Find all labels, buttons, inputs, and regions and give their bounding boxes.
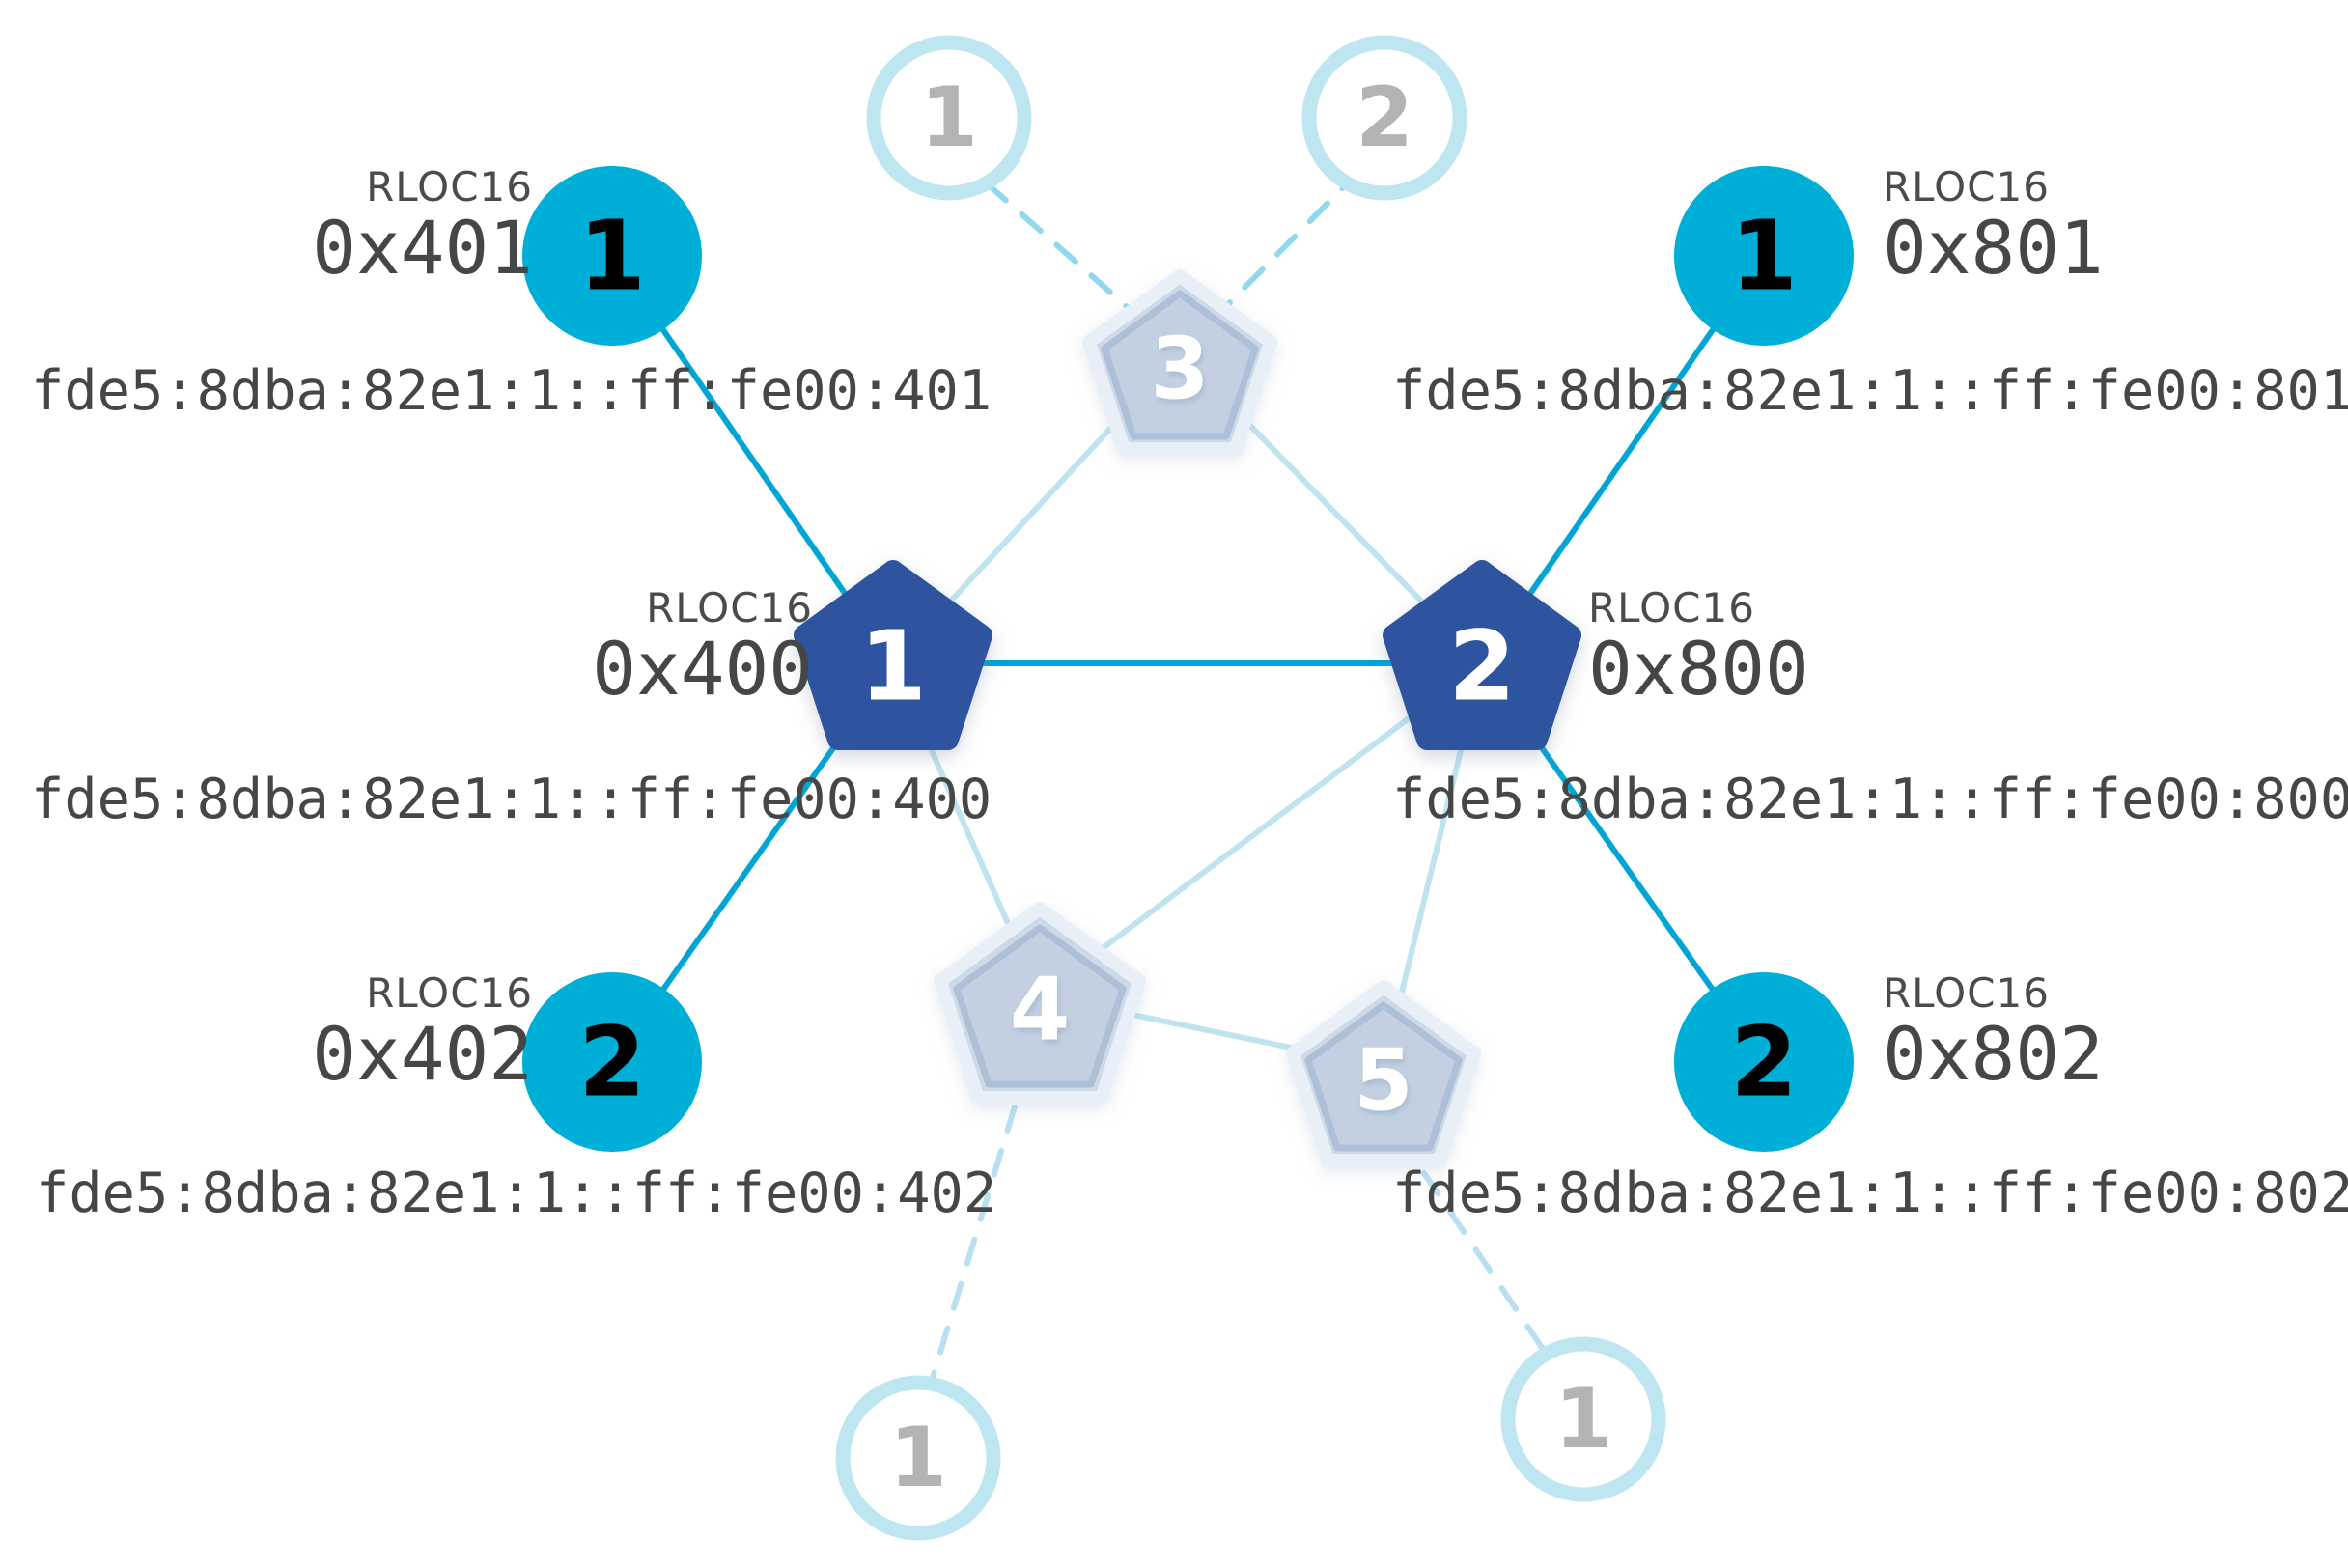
- child-node-0x402[interactable]: 2: [522, 972, 702, 1152]
- link-0x800-r4: [1038, 660, 1484, 998]
- router-node-0x400[interactable]: 1: [794, 560, 992, 750]
- router-pentagon: [1383, 560, 1581, 750]
- rloc16-caption: RLOC16: [1883, 163, 2050, 210]
- label-router-0x800: RLOC16 0x800: [1588, 584, 1809, 713]
- rloc16-value: 0x400: [592, 626, 813, 713]
- rloc16-value: 0x402: [312, 1011, 533, 1098]
- ipv6-address-0x801: fde5:8dba:82e1:1::ff:fe00:801: [1392, 359, 2348, 423]
- rloc16-caption: RLOC16: [646, 584, 813, 631]
- rloc16-caption: RLOC16: [366, 969, 533, 1017]
- ipv6-address-0x800: fde5:8dba:82e1:1::ff:fe00:800: [1392, 768, 2348, 831]
- label-router-0x400: RLOC16 0x400: [592, 584, 813, 713]
- label-child-0x801: RLOC16 0x801: [1883, 163, 2104, 292]
- router-id-label: 2: [1448, 610, 1516, 723]
- ipv6-address-0x401: fde5:8dba:82e1:1::ff:fe00:401: [31, 359, 992, 423]
- faded-pentagon-inner: [953, 924, 1127, 1088]
- child-node-0x801[interactable]: 1: [1674, 166, 1854, 346]
- rloc16-value: 0x801: [1883, 205, 2104, 292]
- rloc16-caption: RLOC16: [366, 163, 533, 210]
- faded-child-circle: [1301, 35, 1468, 201]
- child-id-label: 2: [1730, 1006, 1798, 1119]
- child-circle: [1674, 972, 1854, 1152]
- link-r3-fc-tr: [1177, 168, 1362, 356]
- faded-router-4[interactable]: 4: [934, 902, 1146, 1105]
- rloc16-value: 0x802: [1883, 1011, 2104, 1098]
- faded-child-bottom-left[interactable]: 1: [835, 1375, 1001, 1541]
- faded-child-label: 1: [1554, 1371, 1612, 1468]
- faded-child-label: 2: [1356, 70, 1413, 166]
- faded-pentagon-inner: [1304, 1001, 1463, 1152]
- faded-child-top-right[interactable]: 2: [1301, 35, 1468, 201]
- faded-router-3[interactable]: 3: [1082, 269, 1277, 456]
- faded-child-label: 1: [889, 1410, 947, 1506]
- faded-child-circle: [835, 1375, 1001, 1541]
- ipv6-address-0x402: fde5:8dba:82e1:1::ff:fe00:402: [36, 1162, 997, 1225]
- ipv6-address-0x400: fde5:8dba:82e1:1::ff:fe00:400: [31, 768, 992, 831]
- rloc16-caption: RLOC16: [1883, 969, 2050, 1017]
- router-node-0x800[interactable]: 2: [1383, 560, 1581, 750]
- child-circle: [1674, 166, 1854, 346]
- faded-router-label: 5: [1354, 1031, 1412, 1131]
- child-id-label: 1: [578, 200, 646, 313]
- child-node-0x401[interactable]: 1: [522, 166, 702, 346]
- rloc16-caption: RLOC16: [1588, 584, 1755, 631]
- link-r4-fc-bl: [929, 1059, 1031, 1384]
- child-id-label: 1: [1730, 200, 1798, 313]
- router-id-label: 1: [859, 610, 927, 723]
- router-pentagon: [794, 560, 992, 750]
- rloc16-value: 0x401: [312, 205, 533, 292]
- rloc16-value: 0x800: [1588, 626, 1809, 713]
- label-child-0x401: RLOC16 0x401: [312, 163, 533, 292]
- label-child-0x402: RLOC16 0x402: [312, 969, 533, 1098]
- child-id-label: 2: [578, 1006, 646, 1119]
- faded-router-label: 4: [1010, 960, 1071, 1061]
- faded-child-circle: [866, 35, 1032, 201]
- faded-child-circle: [1500, 1336, 1666, 1502]
- child-circle: [522, 972, 702, 1152]
- label-child-0x802: RLOC16 0x802: [1883, 969, 2104, 1098]
- link-r5-fc-br: [1395, 1132, 1548, 1355]
- faded-router-5[interactable]: 5: [1286, 980, 1481, 1167]
- faded-child-bottom-right[interactable]: 1: [1500, 1336, 1666, 1502]
- faded-router-label: 3: [1150, 320, 1209, 419]
- child-circle: [522, 166, 702, 346]
- ipv6-address-0x802: fde5:8dba:82e1:1::ff:fe00:802: [1392, 1162, 2348, 1225]
- faded-child-label: 1: [920, 70, 978, 166]
- child-node-0x802[interactable]: 2: [1674, 972, 1854, 1152]
- faded-pentagon-inner: [1101, 290, 1259, 440]
- faded-child-top-left[interactable]: 1: [866, 35, 1032, 201]
